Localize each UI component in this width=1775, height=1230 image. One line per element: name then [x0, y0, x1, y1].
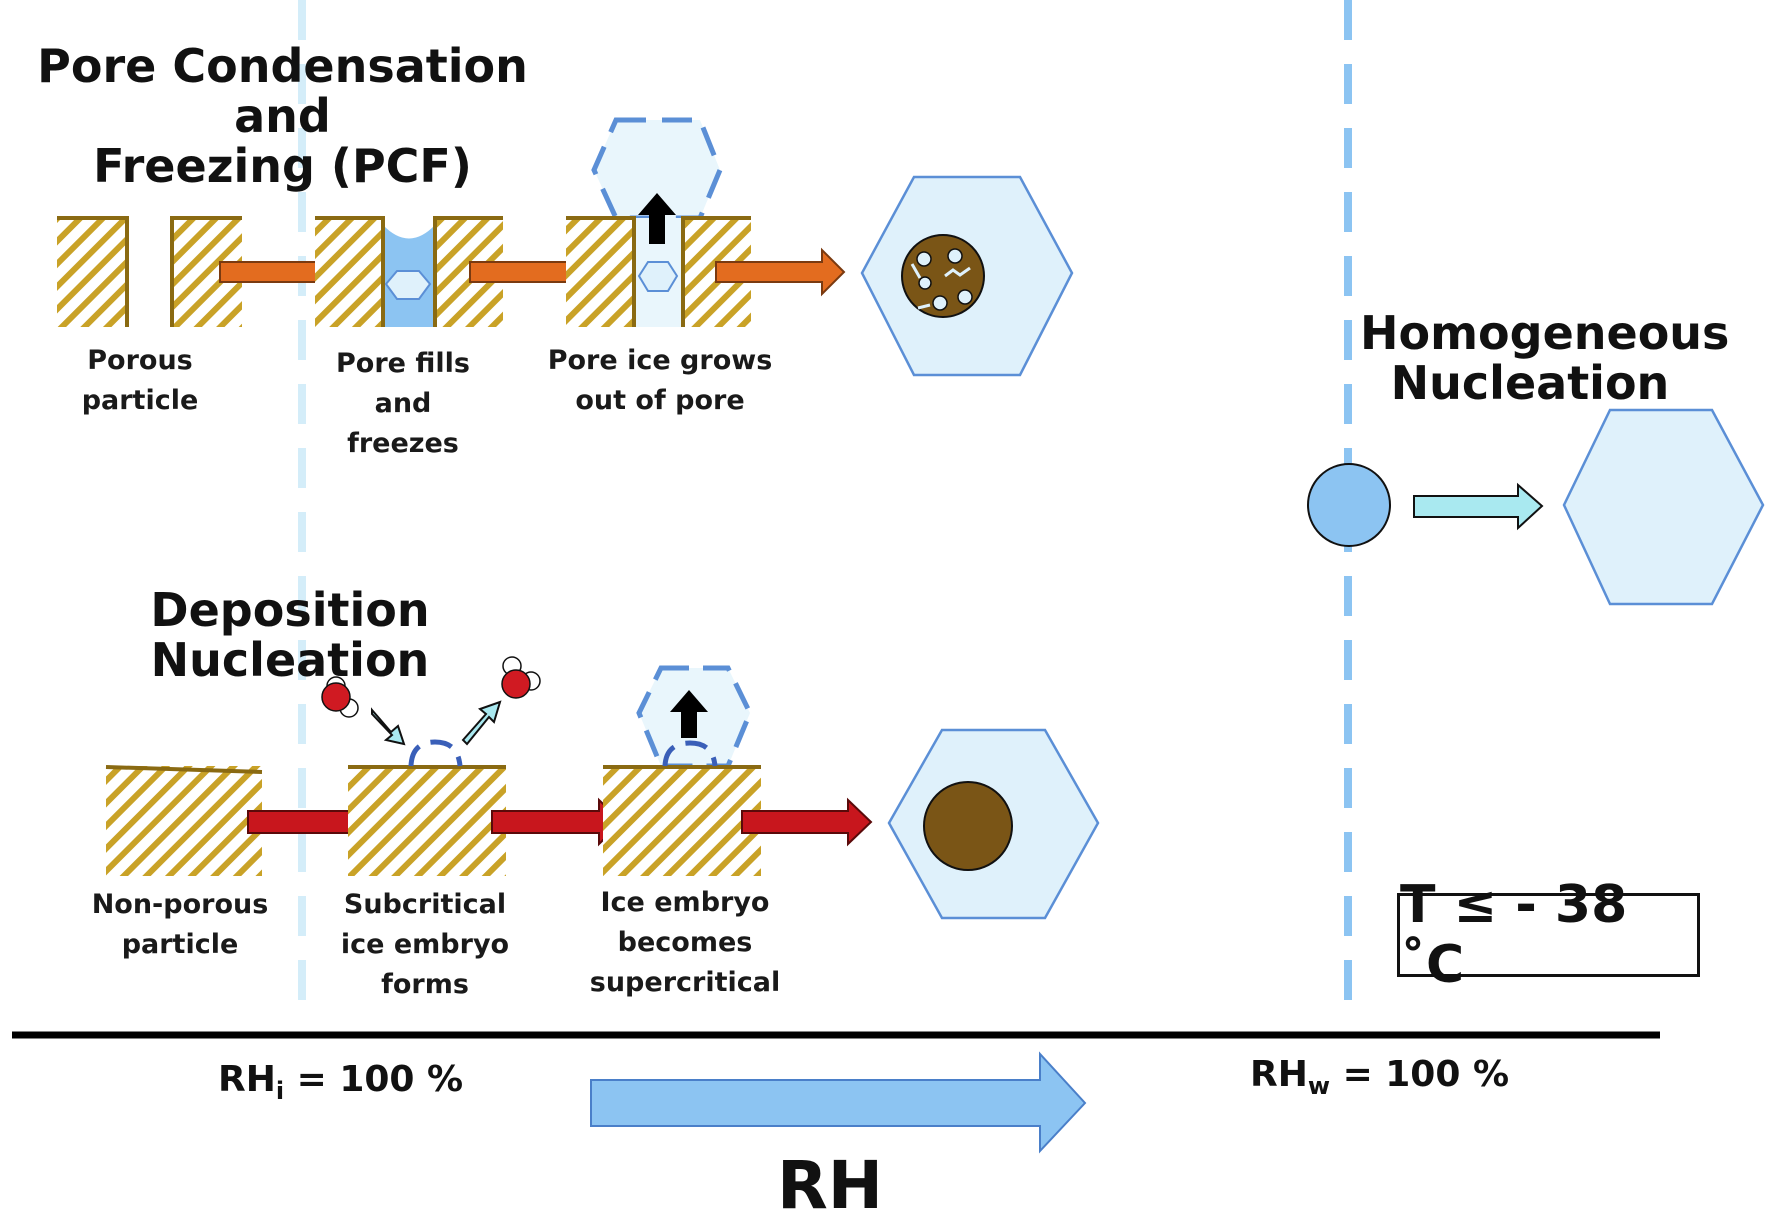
deposition-step-2-line2: ice embryo: [340, 929, 510, 960]
rhi-label-value: = 100 %: [284, 1059, 464, 1100]
temperature-box: T ≤ - 38 ˚C: [1397, 875, 1700, 995]
pcf-step-2-label: Pore fills and freezes: [318, 344, 488, 464]
homogeneous-ice-crystal-icon: [1562, 408, 1765, 606]
pore-filled-particle-icon: [315, 216, 503, 327]
up-arrow-icon-2: [670, 690, 708, 738]
up-arrow-icon: [638, 193, 676, 244]
deposition-step-3-label: Ice embryo becomes supercritical: [570, 883, 800, 1003]
deposition-title: Deposition Nucleation: [150, 583, 430, 687]
deposition-step-1-line2: particle: [121, 929, 239, 960]
deposition-step-2-line3: forms: [381, 969, 469, 1000]
ice-crystal-with-porous-particle-icon: [860, 175, 1074, 377]
rh-increase-arrow-icon: [590, 1051, 1087, 1154]
pcf-step-3-line1: Pore ice grows: [547, 345, 773, 376]
pcf-step-1-label: Porous particle: [60, 341, 220, 421]
water-molecule-icon-left: [321, 676, 359, 718]
deposition-step-2-line1: Subcritical: [343, 889, 507, 920]
rhi-label-main: RH: [218, 1059, 276, 1100]
pore-ice-hexagon-icon: [384, 270, 432, 300]
pcf-title: Pore Condensation and Freezing (PCF): [0, 41, 565, 191]
pore-ice-small-hexagon: [637, 261, 679, 292]
pcf-step-2-line1: Pore fills: [336, 348, 470, 379]
cyan-arrow-homogeneous: [1413, 482, 1544, 531]
porous-particle-icon: [57, 216, 242, 327]
pcf-step-2-line3: freezes: [347, 428, 459, 459]
supercritical-embryo-icon: [603, 665, 761, 876]
pcf-step-3-label: Pore ice grows out of pore: [540, 341, 780, 421]
pcf-step-2-line2: and: [374, 388, 432, 419]
ice-crystal-with-solid-particle-icon: [887, 728, 1100, 920]
cyan-arrow-up-icon: [461, 700, 502, 746]
homogeneous-title: Homogeneous Nucleation: [1360, 306, 1730, 410]
rhi-label-subscript: i: [275, 1077, 285, 1105]
red-arrow-2: [491, 797, 624, 847]
rhw-label-subscript: w: [1307, 1072, 1331, 1100]
red-arrow-3: [741, 797, 873, 847]
non-porous-particle-icon: [105, 765, 263, 876]
subcritical-embryo-icon: [321, 656, 541, 876]
rh-axis-title: RH: [776, 1147, 884, 1224]
pcf-step-1-line1: Porous: [87, 345, 193, 376]
pcf-title-line1: Pore Condensation and: [37, 39, 528, 143]
deposition-step-3-line3: supercritical: [589, 967, 781, 998]
cyan-arrow-down-icon: [371, 707, 406, 746]
rhw-label-main: RH: [1250, 1054, 1308, 1095]
rhi-label: RHi = 100 %: [218, 1058, 463, 1113]
pcf-step-3-line2: out of pore: [575, 385, 745, 416]
deposition-step-1-label: Non-porous particle: [80, 885, 280, 965]
deposition-step-3-line2: becomes: [617, 927, 753, 958]
water-molecule-icon-right: [501, 656, 541, 699]
pore-ice-growing-icon: [566, 117, 751, 327]
homogeneous-title-line1: Homogeneous: [1360, 306, 1730, 360]
temperature-label: T ≤ - 38 ˚C: [1400, 875, 1628, 995]
rhw-label: RHw = 100 %: [1250, 1053, 1509, 1108]
subcritical-embryo-cap: [408, 739, 463, 767]
rhw-label-value: = 100 %: [1330, 1054, 1510, 1095]
supercooled-droplet-icon: [1307, 463, 1391, 547]
pcf-step-1-line2: particle: [81, 385, 199, 416]
deposition-step-3-line1: Ice embryo: [600, 887, 770, 918]
deposition-step-2-label: Subcritical ice embryo forms: [320, 885, 530, 1005]
homogeneous-title-line2: Nucleation: [1390, 356, 1670, 410]
pcf-title-line2: Freezing (PCF): [93, 139, 472, 193]
deposition-step-1-line1: Non-porous: [91, 889, 269, 920]
orange-arrow-3: [715, 247, 846, 297]
